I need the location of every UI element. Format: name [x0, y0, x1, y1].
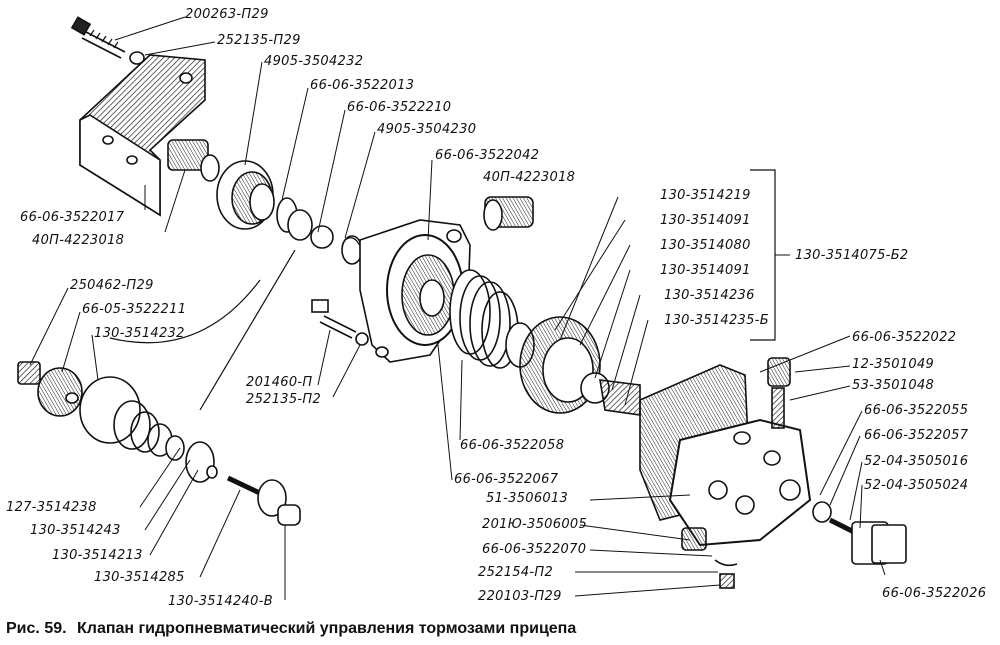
label-66-06-3522058: 66-06-3522058 [460, 438, 565, 453]
label-252135-p29: 252135-П29 [217, 33, 301, 48]
figure-caption: Рис. 59. Клапан гидропневматический упра… [6, 620, 576, 638]
washer-130-3514213 [185, 441, 218, 483]
spring-assembly-130-3514232 [79, 376, 185, 461]
piston-130-3514240 [226, 475, 301, 526]
bolt-201460 [311, 299, 369, 346]
spring-66-06-3522058 [449, 269, 519, 369]
bolt-200263 [70, 16, 145, 65]
label-130-3514091-b: 130-3514091 [660, 263, 751, 278]
label-250462: 250462-П29 [70, 278, 154, 293]
label-52-04-3505016: 52-04-3505016 [864, 454, 969, 469]
label-130-3514285: 130-3514285 [94, 570, 185, 585]
fitting-40p-left [167, 139, 220, 182]
label-66-06-3522042: 66-06-3522042 [435, 148, 540, 163]
label-12-3501049: 12-3501049 [852, 357, 935, 372]
label-40p-4223018-b: 40П-4223018 [32, 233, 125, 248]
label-200263: 200263-П29 [185, 7, 269, 22]
label-52-04-3505024: 52-04-3505024 [864, 478, 969, 493]
label-66-06-3522057: 66-06-3522057 [864, 428, 969, 443]
label-130-3514213: 130-3514213 [52, 548, 143, 563]
label-66-06-3522026: 66-06-3522026 [882, 586, 987, 601]
label-53-3501048: 53-3501048 [852, 378, 935, 393]
label-130-3514243: 130-3514243 [30, 523, 121, 538]
label-130-3514080: 130-3514080 [660, 238, 751, 253]
label-130-3514091-a: 130-3514091 [660, 213, 751, 228]
cap-66-05-3522211 [37, 367, 83, 417]
label-201u-3506005: 201Ю-3506005 [482, 517, 588, 532]
label-66-06-3522210: 66-06-3522210 [347, 100, 452, 115]
label-130-3514235: 130-3514235-Б [664, 313, 769, 328]
detail-arrow [199, 249, 296, 411]
label-4905-3504232: 4905-3504232 [264, 54, 364, 69]
label-130-3514236: 130-3514236 [664, 288, 755, 303]
fitting-40p-right [483, 196, 534, 231]
caption-title: Клапан гидропневматический управления то… [77, 620, 577, 637]
label-40p-4223018-a: 40П-4223018 [483, 170, 576, 185]
caption-prefix: Рис. [6, 620, 40, 637]
label-130-3514240-v: 130-3514240-В [168, 594, 273, 609]
label-220103: 220103-П29 [478, 589, 562, 604]
label-4905-3504230: 4905-3504230 [377, 122, 477, 137]
washers-66-06-3522013 [276, 197, 334, 249]
bracket-66-06-3522017 [79, 54, 206, 217]
label-130-3514232: 130-3514232 [94, 326, 185, 341]
caption-number: 59. [44, 620, 67, 637]
plug-66-06-3522026 [812, 501, 907, 565]
detail-arc [109, 279, 261, 344]
label-66-06-3522055: 66-06-3522055 [864, 403, 969, 418]
label-66-06-3522022: 66-06-3522022 [852, 330, 957, 345]
nut-4905-3504232 [216, 160, 275, 230]
label-51-3506013: 51-3506013 [486, 491, 569, 506]
label-66-06-3522067: 66-06-3522067 [454, 472, 559, 487]
label-252154: 252154-П2 [478, 565, 554, 580]
plug-12-3501049 [767, 357, 791, 429]
label-66-06-3522070: 66-06-3522070 [482, 542, 587, 557]
label-130-3514219: 130-3514219 [660, 188, 751, 203]
diaphragm-assembly-130-3514075 [505, 316, 641, 416]
bolt-201u-3506005 [681, 527, 738, 589]
label-201460: 201460-П [246, 375, 313, 390]
valve-body-51-3506013 [668, 418, 812, 547]
nut-250462 [17, 361, 41, 385]
leader-lines [29, 16, 886, 600]
housing-66-06-3522042 [359, 219, 471, 363]
label-252135-p2: 252135-П2 [246, 392, 322, 407]
label-130-3514075: 130-3514075-Б2 [795, 248, 909, 263]
label-66-05-3522211: 66-05-3522211 [82, 302, 187, 317]
label-66-06-3522017: 66-06-3522017 [20, 210, 125, 225]
label-66-06-3522013: 66-06-3522013 [310, 78, 415, 93]
label-127-3514238: 127-3514238 [6, 500, 97, 515]
